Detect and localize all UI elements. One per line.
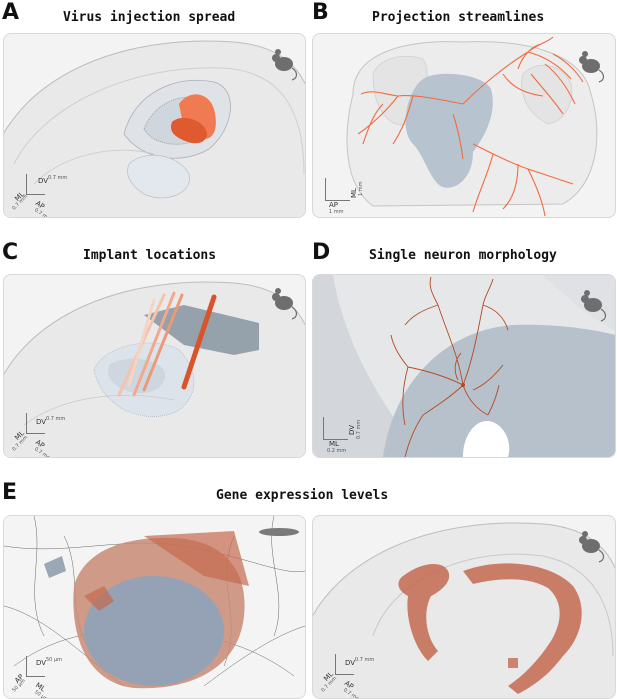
zebrafish-icon: [259, 528, 299, 536]
scale-bar-e-left: DV 50 µm AP 50 µm ML 50 µm: [11, 656, 63, 699]
scale-bar-e-right: DV 0.7 mm ML 0.7 mm AP 0.7 mm: [320, 652, 374, 698]
gene-render-mouse: [313, 522, 615, 698]
panel-title-e: Gene expression levels: [216, 488, 389, 503]
panel-title-c: Implant locations: [83, 248, 217, 263]
brain-render-b: [346, 36, 598, 217]
scale-bar-b: ML 1 mm AP 1 mm: [321, 176, 365, 216]
panel-letter-d: D: [312, 240, 331, 265]
panel-e-gene-expression-zebrafish: DV 50 µm AP 50 µm ML 50 µm: [3, 515, 306, 699]
mouse-icon: [272, 288, 298, 320]
panel-letter-a: A: [2, 0, 20, 25]
panel-d-single-neuron: DV 0.7 mm ML 0.2 mm: [312, 274, 616, 458]
panel-title-b: Projection streamlines: [372, 10, 545, 25]
panel-letter-b: B: [312, 0, 329, 25]
panel-letter-c: C: [2, 240, 19, 265]
brain-render-a: [4, 40, 305, 217]
mouse-icon: [272, 49, 298, 81]
panel-c-implant-locations: DV 0.7 mm ML 0.7 mm AP 0.7 mm: [3, 274, 306, 458]
panel-title-a: Virus injection spread: [63, 10, 236, 25]
scale-bar-c: DV 0.7 mm ML 0.7 mm AP 0.7 mm: [11, 411, 65, 457]
neuron-render-d: [313, 275, 615, 457]
mouse-icon: [579, 531, 605, 563]
scale-bar-a: DV 0.7 mm ML 0.7 mm AP 0.7 mm: [11, 174, 68, 218]
panel-letter-e: E: [2, 480, 18, 505]
brain-render-c: [4, 281, 305, 457]
panel-e-gene-expression-mouse: DV 0.7 mm ML 0.7 mm AP 0.7 mm: [312, 515, 616, 699]
mouse-icon: [579, 51, 605, 83]
panel-title-d: Single neuron morphology: [369, 248, 557, 263]
scale-bar-d: DV 0.7 mm ML 0.2 mm: [319, 415, 367, 455]
gene-render-zebrafish: [4, 516, 305, 698]
mouse-icon: [581, 290, 607, 322]
panel-b-projection-streamlines: ML 1 mm AP 1 mm: [312, 33, 616, 218]
panel-a-virus-injection: DV 0.7 mm ML 0.7 mm AP 0.7 mm: [3, 33, 306, 218]
